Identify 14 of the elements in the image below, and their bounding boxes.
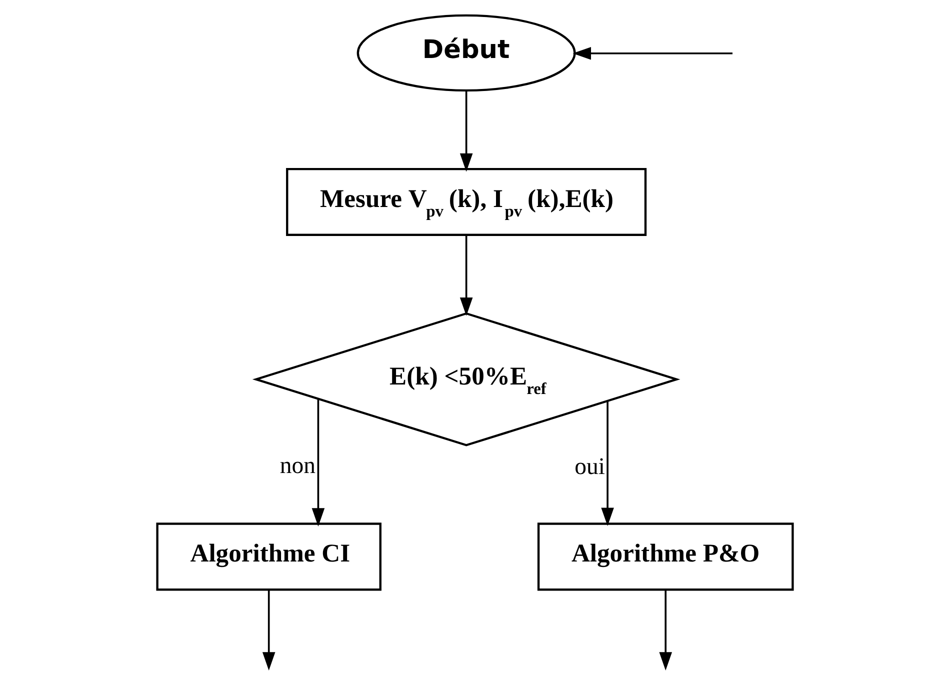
node-diamond: E(k) <50%E$_{ref}$ bbox=[252, 312, 680, 446]
arrow bbox=[460, 90, 473, 172]
node-box: Mesure V$_{pv}$ (k), I$_{pv}$ (k),E(k) bbox=[286, 168, 647, 236]
arrow bbox=[262, 590, 276, 670]
edge-label: oui bbox=[574, 454, 606, 480]
node-box: Algorithme P&O bbox=[537, 522, 794, 591]
node-box: Algorithme CI bbox=[156, 522, 382, 591]
arrow bbox=[572, 46, 732, 60]
arrow bbox=[659, 590, 672, 670]
edge-label: non bbox=[280, 453, 316, 480]
arrow bbox=[601, 401, 614, 526]
arrow bbox=[460, 235, 473, 316]
node-ellipse: Début bbox=[356, 14, 576, 92]
arrow bbox=[312, 399, 325, 526]
